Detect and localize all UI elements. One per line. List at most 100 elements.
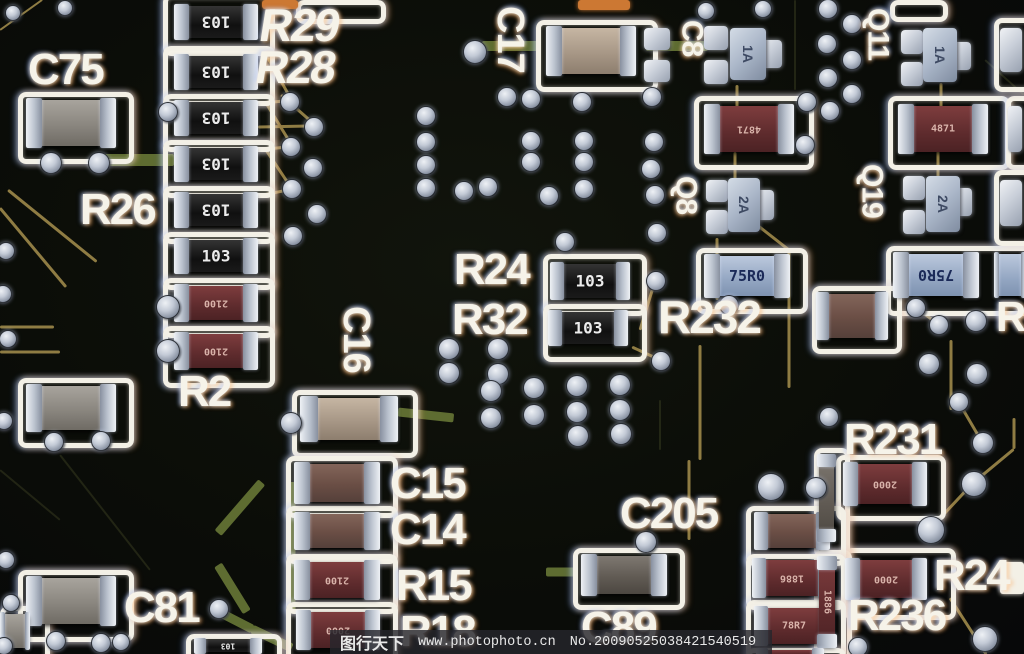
silkscreen-label-r29: R29 xyxy=(255,0,343,51)
copper-trace xyxy=(794,0,796,90)
solder-via xyxy=(567,425,589,447)
silkscreen-label-c81: C81 xyxy=(124,583,201,632)
resistor-marking: 103 xyxy=(201,246,231,266)
solder-via xyxy=(0,412,13,430)
solder-via xyxy=(929,315,949,335)
silkscreen-outline-box xyxy=(18,378,134,448)
resistor-end-terminal xyxy=(242,332,258,370)
silkscreen-label-r232: R232 xyxy=(658,291,762,343)
solder-via xyxy=(966,363,988,385)
silkscreen-outline-box xyxy=(994,170,1024,246)
solder-via xyxy=(280,92,300,112)
solder-via xyxy=(480,380,502,402)
solder-via xyxy=(112,633,130,651)
copper-trace xyxy=(0,350,60,354)
chip-resistor xyxy=(994,252,1024,298)
solder-via xyxy=(209,599,229,619)
transistor-pad xyxy=(901,62,923,86)
solder-via xyxy=(574,179,594,199)
capacitor-end-terminal xyxy=(294,512,310,550)
silkscreen-outline-box xyxy=(746,554,846,610)
capacitor-end-terminal xyxy=(380,396,398,442)
resistor-marking: 78R7 xyxy=(781,620,807,632)
ceramic-capacitor xyxy=(300,396,398,442)
silkscreen-outline-box xyxy=(994,18,1024,92)
green-copper-trace xyxy=(546,567,576,577)
silkscreen-label-r231: R231 xyxy=(844,415,943,464)
silkscreen-outline-box xyxy=(836,455,946,521)
orange-silkscreen-fragment xyxy=(578,0,630,10)
silkscreen-outline-box xyxy=(543,304,647,362)
chip-resistor: 103 xyxy=(174,54,258,90)
transistor-pad xyxy=(903,210,925,234)
solder-via xyxy=(88,152,110,174)
solder-via xyxy=(0,242,15,260)
capacitor-end-terminal xyxy=(581,554,597,596)
solder-via xyxy=(539,186,559,206)
solder-via xyxy=(574,131,594,151)
resistor-end-terminal xyxy=(817,633,837,648)
silkscreen-outline-box xyxy=(536,20,658,92)
orange-silkscreen-fragment xyxy=(262,0,298,9)
chip-resistor: 103 xyxy=(174,4,258,40)
capacitor-end-terminal xyxy=(294,462,310,504)
resistor-end-terminal xyxy=(249,638,262,654)
solder-via xyxy=(0,551,15,569)
silkscreen-label-r24: R24 xyxy=(934,551,1011,600)
chip-resistor: 1886 xyxy=(817,556,837,648)
solder-via xyxy=(574,152,594,172)
solder-via xyxy=(416,106,436,126)
solder-via xyxy=(566,375,588,397)
solder-via xyxy=(795,135,815,155)
resistor-end-terminal xyxy=(242,284,258,322)
silkscreen-label-q8: Q8 xyxy=(669,176,703,215)
solder-via xyxy=(644,132,664,152)
chip-resistor: 103 xyxy=(174,146,258,182)
resistor-end-terminal xyxy=(898,104,915,154)
resistor-end-terminal xyxy=(971,104,988,154)
silkscreen-label-r: R xyxy=(996,293,1024,340)
solder-via xyxy=(965,310,987,332)
solder-via xyxy=(972,432,994,454)
ceramic-capacitor xyxy=(26,98,116,148)
ceramic-capacitor xyxy=(26,384,116,432)
copper-trace xyxy=(0,469,61,521)
green-copper-trace xyxy=(646,41,708,51)
solder-via xyxy=(416,155,436,175)
copper-trace xyxy=(0,325,54,329)
resistor-end-terminal xyxy=(242,238,258,274)
silkscreen-label-r32: R32 xyxy=(452,295,529,344)
chip-resistor: 4871 xyxy=(898,104,988,154)
transistor-pad xyxy=(704,60,728,84)
solder-pad xyxy=(1000,180,1022,226)
silkscreen-outline-box xyxy=(286,602,398,654)
clipped-label-char xyxy=(1000,562,1024,594)
capacitor-end-terminal xyxy=(99,384,116,432)
resistor-marking: 4871 xyxy=(930,123,956,135)
solder-via xyxy=(2,594,20,612)
solder-via xyxy=(480,407,502,429)
solder-via xyxy=(521,131,541,151)
resistor-end-terminal xyxy=(174,146,190,182)
chip-resistor: 103 xyxy=(174,238,258,274)
ceramic-capacitor xyxy=(294,462,380,504)
resistor-end-terminal xyxy=(296,610,312,650)
resistor-end-terminal xyxy=(774,254,790,298)
solder-via xyxy=(645,185,665,205)
resistor-end-terminal xyxy=(843,462,859,506)
chip-resistor: 103 xyxy=(550,262,630,300)
resistor-end-terminal xyxy=(704,104,721,154)
solder-via xyxy=(91,431,111,451)
resistor-end-terminal xyxy=(242,146,258,182)
solder-via xyxy=(158,102,178,122)
solder-via xyxy=(961,471,987,497)
solder-via xyxy=(642,87,662,107)
solder-via xyxy=(156,339,180,363)
silkscreen-outline-box xyxy=(694,96,814,170)
solder-via xyxy=(918,353,940,375)
solder-pad xyxy=(644,60,670,82)
solder-via xyxy=(282,179,302,199)
solder-via xyxy=(646,271,666,291)
solder-via xyxy=(555,232,575,252)
silkscreen-label-c205: C205 xyxy=(620,489,719,538)
